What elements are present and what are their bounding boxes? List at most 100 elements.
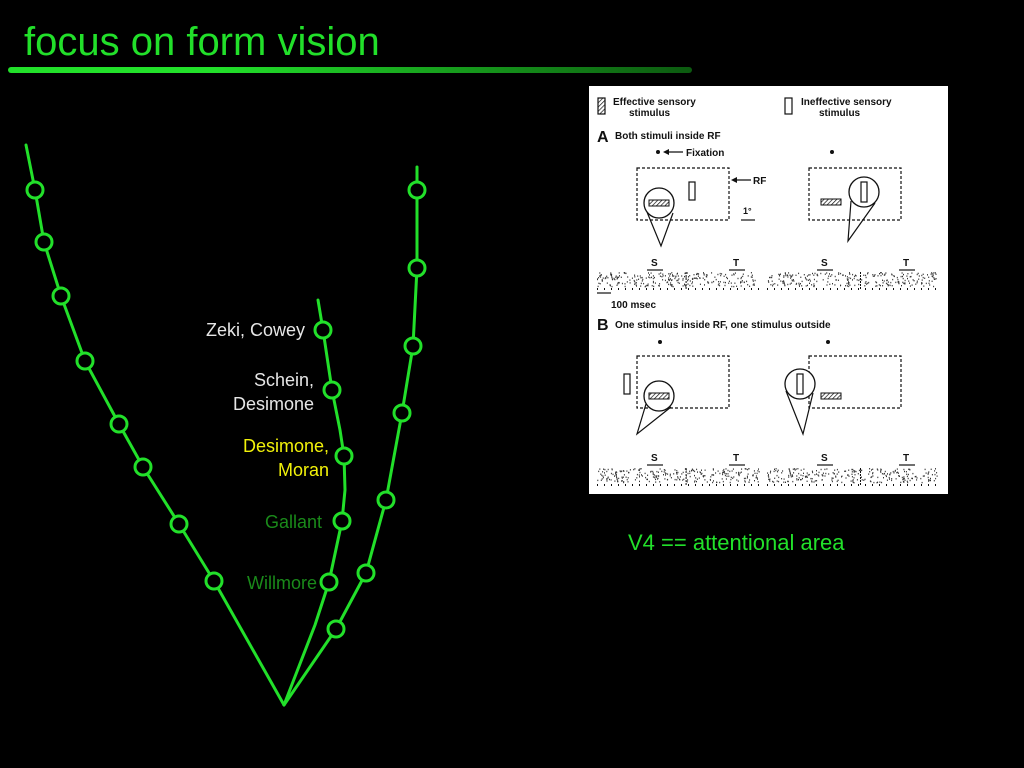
fixation-label: Fixation (686, 148, 724, 159)
spike-dot (615, 276, 617, 278)
raster-tick (816, 484, 817, 486)
spike-dot (854, 275, 856, 278)
spike-dot (774, 477, 776, 479)
spike-dot (663, 469, 665, 471)
spike-dot (618, 281, 620, 284)
raster-tick (809, 484, 810, 486)
spike-dot (932, 274, 934, 276)
spike-dot (800, 469, 802, 471)
spike-dot (676, 273, 678, 275)
spike-dot (801, 285, 803, 287)
spike-dot (611, 276, 613, 279)
spike-dot (895, 478, 897, 480)
spike-dot (858, 469, 860, 472)
receptive-field-box (636, 355, 730, 409)
spike-dot (647, 283, 649, 285)
effective-stimulus (820, 198, 842, 206)
spike-dot (789, 283, 791, 285)
raster-tick (730, 288, 731, 290)
spike-dot (872, 274, 874, 276)
spike-dot (901, 285, 902, 287)
spike-dot (768, 478, 770, 480)
spike-dot (925, 282, 927, 285)
spike-dot (918, 275, 920, 277)
spike-dot (872, 468, 874, 470)
spike-dot (722, 473, 724, 476)
spike-dot (742, 273, 744, 275)
spike-dot (801, 280, 803, 283)
spike-dot (668, 277, 670, 279)
spike-dot (612, 278, 613, 281)
spike-dot (812, 272, 813, 275)
spike-dot (665, 472, 667, 475)
spike-dot (664, 478, 666, 480)
spike-dot (636, 285, 637, 287)
middle-branch-node-willmore (319, 572, 339, 592)
spike-dot (851, 476, 853, 478)
raster-tick (858, 484, 859, 486)
spike-dot (616, 476, 618, 479)
spike-dot (657, 477, 659, 480)
spike-dot (920, 477, 922, 480)
raster-tick (914, 288, 915, 290)
spike-dot (747, 477, 748, 479)
spike-dot (728, 280, 730, 282)
spike-dot (813, 285, 815, 288)
spike-dot (694, 474, 695, 477)
spike-dot (788, 474, 790, 477)
spike-dot (605, 276, 607, 279)
spike-dot (790, 282, 792, 284)
spike-dot (793, 280, 795, 282)
spike-dot (804, 276, 806, 279)
spike-dot (927, 476, 929, 479)
spike-dot (634, 280, 636, 283)
fixation-dot (658, 340, 662, 344)
spike-dot (891, 273, 893, 275)
spike-dot (810, 477, 812, 480)
spike-dot (601, 274, 602, 276)
spike-dot (644, 286, 646, 288)
spike-dot (825, 472, 827, 475)
spike-dot (684, 272, 686, 275)
spike-dot (828, 473, 830, 475)
middle-branch-node-desimone (334, 446, 354, 466)
spike-dot (659, 481, 661, 483)
spike-dot (674, 478, 676, 481)
spike-dot (715, 278, 717, 281)
spike-dot (893, 472, 895, 474)
spike-dot (708, 282, 710, 284)
spike-dot (668, 279, 670, 282)
spike-dot (740, 277, 742, 280)
spike-dot (838, 272, 840, 274)
spike-dot (908, 280, 910, 282)
spike-dot (697, 273, 699, 275)
spike-dot (692, 285, 694, 287)
spike-dot (626, 479, 628, 481)
spike-dot (883, 477, 884, 479)
spike-dot (692, 278, 694, 280)
spike-dot (749, 285, 751, 287)
spike-dot (928, 479, 930, 481)
spike-dot (735, 472, 737, 474)
spike-dot (921, 481, 923, 484)
spike-dot (851, 471, 853, 473)
spike-dot (796, 479, 798, 481)
spike-dot (662, 275, 664, 277)
spike-dot (745, 477, 747, 480)
spike-dot (789, 274, 791, 276)
raster-tick (737, 484, 738, 486)
spike-dot (780, 273, 781, 275)
spike-dot (796, 282, 798, 285)
spike-dot (906, 475, 908, 478)
spike-dot (668, 273, 670, 275)
spike-dot (682, 479, 684, 481)
spike-dot (738, 471, 740, 474)
spike-dot (694, 481, 696, 483)
spike-dot (890, 281, 892, 284)
raster-tick (681, 484, 682, 486)
raster-tick (758, 484, 759, 486)
spike-dot (927, 472, 929, 474)
raster-tick (935, 288, 936, 290)
spike-dot (832, 283, 833, 285)
spike-dot (848, 282, 850, 284)
